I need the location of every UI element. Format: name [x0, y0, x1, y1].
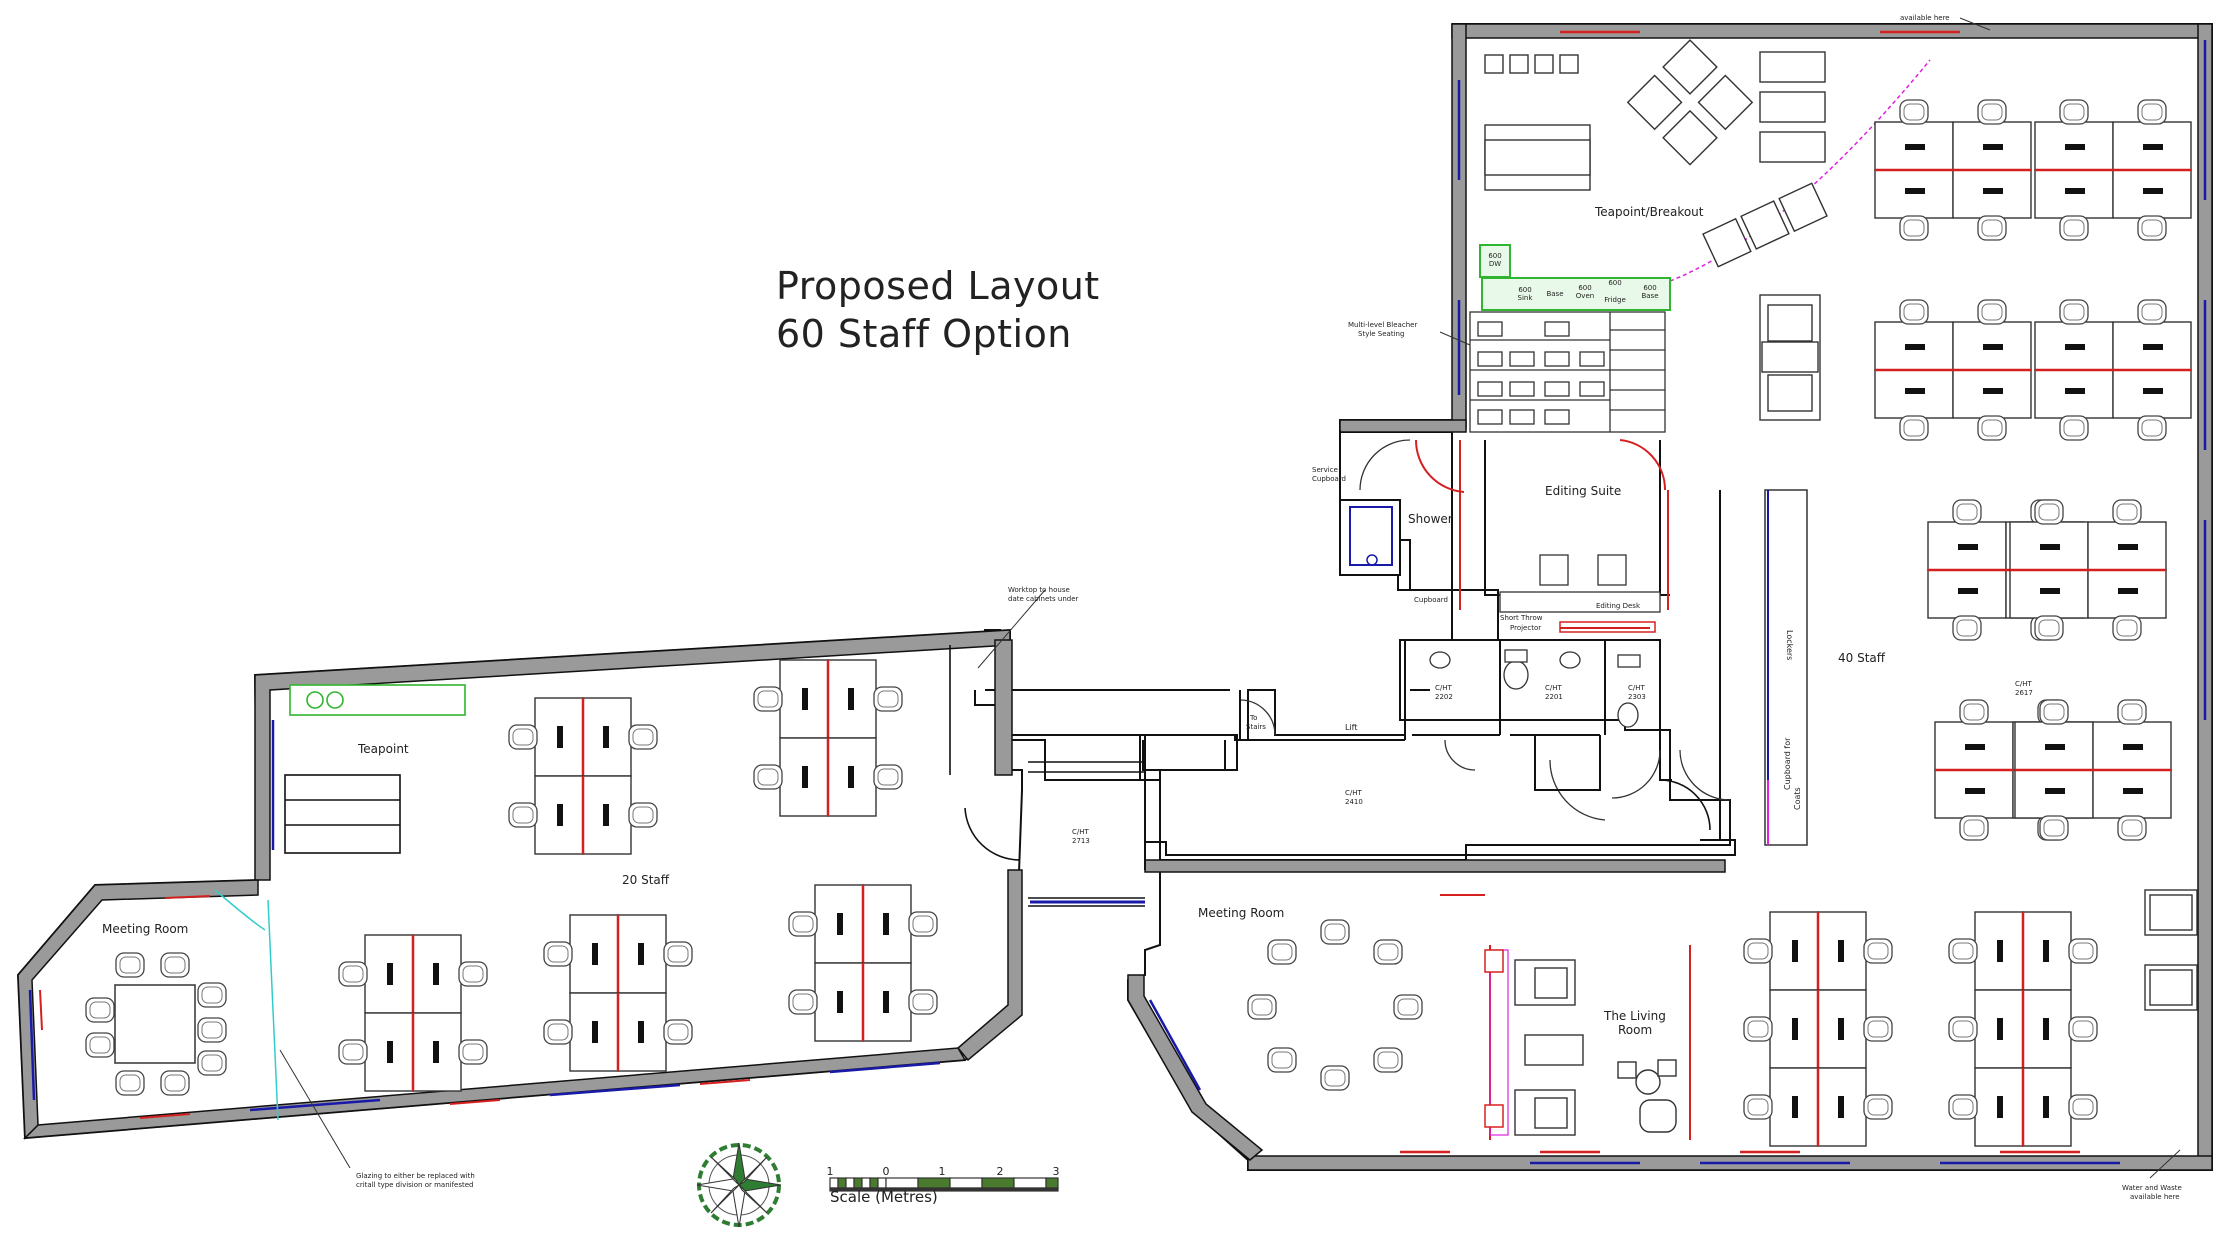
- svg-text:600: 600: [1608, 279, 1621, 287]
- label-40-staff: 40 Staff: [1838, 651, 1886, 665]
- meeting-room-right-chairs: [1247, 919, 1423, 1091]
- note-top-available: available here: [1900, 14, 1950, 22]
- note-cupboard: Cupboard: [1414, 596, 1448, 604]
- desks-right-lower: [1744, 912, 2097, 1146]
- note-cupboard-coats-1: Cupboard for: [1783, 737, 1792, 790]
- svg-text:DW: DW: [1489, 260, 1501, 268]
- svg-text:600: 600: [1643, 284, 1656, 292]
- note-service-2: Cupboard: [1312, 475, 1346, 483]
- note-ch-2201-1: C/HT: [1545, 684, 1563, 692]
- desks-40-staff: [1875, 100, 2191, 840]
- svg-text:Fridge: Fridge: [1604, 296, 1626, 304]
- svg-text:Base: Base: [1546, 290, 1563, 298]
- note-editing-desk: Editing Desk: [1596, 602, 1641, 610]
- svg-text:Oven: Oven: [1576, 292, 1594, 300]
- bleacher-seating: [1469, 311, 1666, 433]
- svg-text:Base: Base: [1641, 292, 1658, 300]
- left-building-walls: [16, 628, 1023, 1140]
- kitchen-units: [1479, 244, 1671, 311]
- note-bleacher-2: Style Seating: [1358, 330, 1404, 338]
- note-to-stairs-1: To: [1249, 714, 1257, 722]
- label-shower: Shower: [1408, 512, 1453, 526]
- living-room-furniture: [1514, 959, 1677, 1136]
- north-compass-icon: [696, 1142, 782, 1228]
- svg-text:Sink: Sink: [1518, 294, 1534, 302]
- label-editing-suite: Editing Suite: [1545, 484, 1621, 498]
- note-worktop-2: date cabinets under: [1008, 595, 1079, 603]
- label-meeting-room-left: Meeting Room: [102, 922, 188, 936]
- note-ch-2410-1: C/HT: [1345, 789, 1363, 797]
- note-ch-2201-2: 2201: [1545, 693, 1563, 701]
- scale-tick-0: 1: [827, 1165, 834, 1178]
- label-lift: Lift: [1345, 723, 1358, 732]
- kitchen-dw-label: 600: [1488, 252, 1501, 260]
- scale-bar: 1 0 1 2 3: [827, 1165, 1060, 1192]
- label-teapoint: Teapoint: [357, 742, 409, 756]
- note-cupboard-coats-2: Coats: [1793, 787, 1802, 810]
- label-20-staff: 20 Staff: [622, 873, 670, 887]
- plan-title-line2: 60 Staff Option: [776, 312, 1072, 356]
- scale-tick-2: 1: [939, 1165, 946, 1178]
- label-living-room-2: Room: [1618, 1023, 1652, 1037]
- note-ch-2303-2: 2303: [1628, 693, 1646, 701]
- right-building-walls: [1127, 23, 2213, 1171]
- note-water-waste-2: available here: [2130, 1193, 2180, 1201]
- note-ch-2202-1: C/HT: [1435, 684, 1453, 692]
- note-glazing-1: Glazing to either be replaced with: [356, 1172, 475, 1180]
- scale-tick-4: 3: [1053, 1165, 1060, 1178]
- note-ch-2303-1: C/HT: [1628, 684, 1646, 692]
- note-service-1: Service: [1312, 466, 1338, 474]
- note-short-throw-2: Projector: [1510, 624, 1541, 632]
- note-glazing-2: critall type division or manifested: [356, 1181, 473, 1189]
- note-ch-2617-2: 2617: [2015, 689, 2033, 697]
- plan-title: Proposed Layout 60 Staff Option: [776, 262, 1100, 358]
- note-water-waste-1: Water and Waste: [2122, 1184, 2182, 1192]
- note-worktop-1: Worktop to house: [1008, 586, 1070, 594]
- note-bleacher-1: Multi-level Bleacher: [1348, 321, 1417, 329]
- label-living-room-1: The Living: [1603, 1009, 1666, 1023]
- breakout-furniture: [1484, 39, 1828, 421]
- note-short-throw-1: Short Throw: [1500, 614, 1543, 622]
- note-ch-2202-2: 2202: [1435, 693, 1453, 701]
- label-meeting-room-right: Meeting Room: [1198, 906, 1284, 920]
- note-ch-2713-1: C/HT: [1072, 828, 1090, 836]
- note-ch-2713-2: 2713: [1072, 837, 1090, 845]
- note-ch-2410-2: 2410: [1345, 798, 1363, 806]
- note-ch-2617-1: C/HT: [2015, 680, 2033, 688]
- scale-tick-1: 0: [883, 1165, 890, 1178]
- svg-text:600: 600: [1518, 286, 1531, 294]
- label-lockers: Lockers: [1785, 630, 1794, 660]
- scale-tick-3: 2: [997, 1165, 1004, 1178]
- plan-title-line1: Proposed Layout: [776, 264, 1100, 308]
- meeting-room-left-table: [85, 952, 227, 1096]
- scale-label: Scale (Metres): [830, 1188, 938, 1206]
- label-teapoint-breakout: Teapoint/Breakout: [1594, 205, 1704, 219]
- note-to-stairs-2: Stairs: [1246, 723, 1266, 731]
- svg-text:600: 600: [1578, 284, 1591, 292]
